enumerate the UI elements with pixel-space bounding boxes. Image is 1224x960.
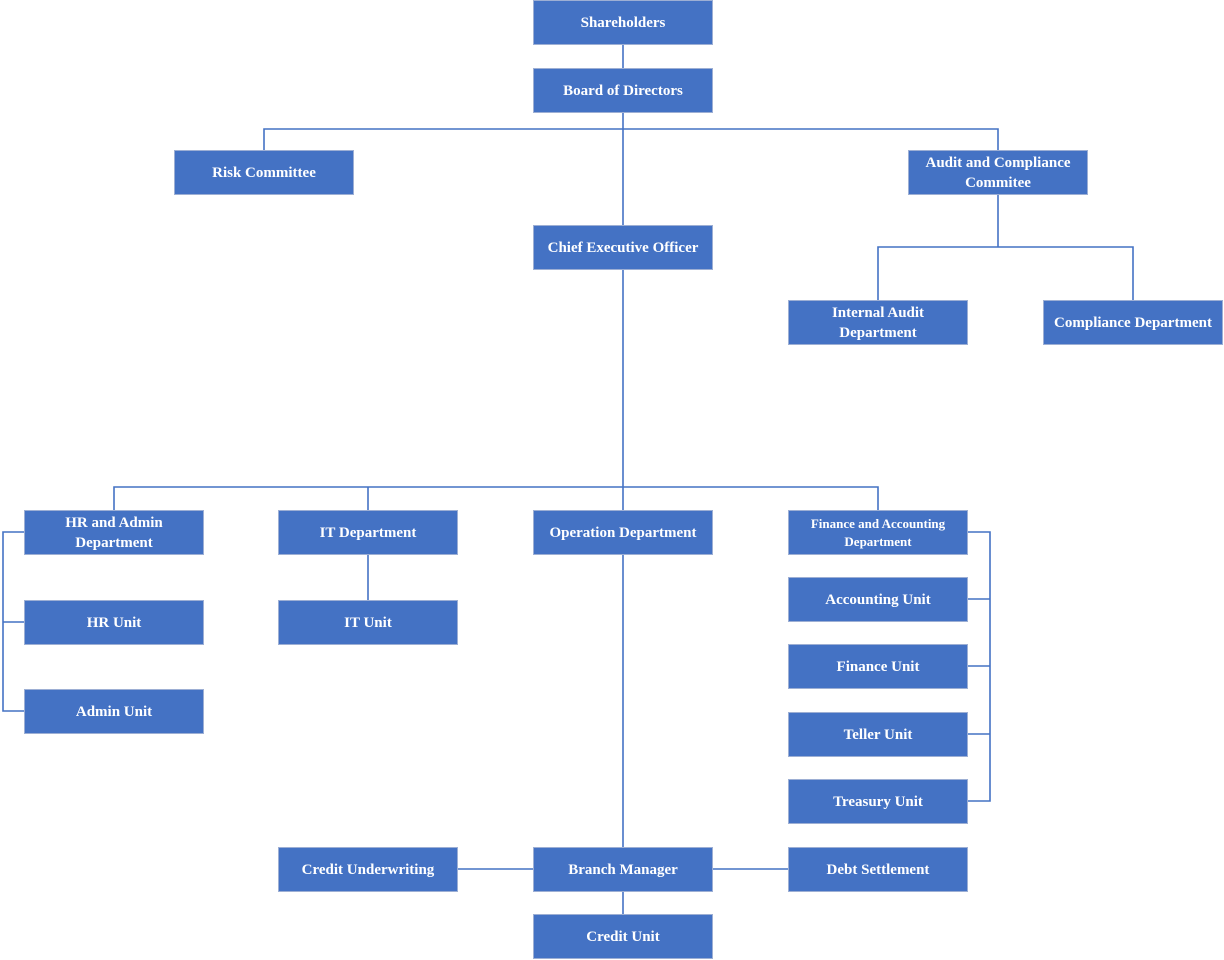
internal-audit-department-box: Internal Audit Department [788,300,968,345]
hr-unit-box: HR Unit [24,600,204,645]
it-unit-box: IT Unit [278,600,458,645]
credit-underwriting-box: Credit Underwriting [278,847,458,892]
connector-department-bar [113,486,879,510]
teller-unit-box: Teller Unit [788,712,968,757]
operation-department-box: Operation Department [533,510,713,555]
ceo-box: Chief Executive Officer [533,225,713,270]
connector-board-committees [263,128,999,150]
branch-manager-box: Branch Manager [533,847,713,892]
admin-unit-box: Admin Unit [24,689,204,734]
shareholders-box: Shareholders [533,0,713,45]
accounting-unit-box: Accounting Unit [788,577,968,622]
finance-accounting-department-box: Finance and Accounting Department [788,510,968,555]
debt-settlement-box: Debt Settlement [788,847,968,892]
it-department-box: IT Department [278,510,458,555]
board-of-directors-box: Board of Directors [533,68,713,113]
compliance-department-box: Compliance Department [1043,300,1223,345]
risk-committee-box: Risk Committee [174,150,354,195]
connector-audit-departments [877,246,1134,300]
audit-compliance-committee-box: Audit and Compliance Commitee [908,150,1088,195]
treasury-unit-box: Treasury Unit [788,779,968,824]
credit-unit-box: Credit Unit [533,914,713,959]
finance-unit-box: Finance Unit [788,644,968,689]
hr-admin-department-box: HR and Admin Department [24,510,204,555]
